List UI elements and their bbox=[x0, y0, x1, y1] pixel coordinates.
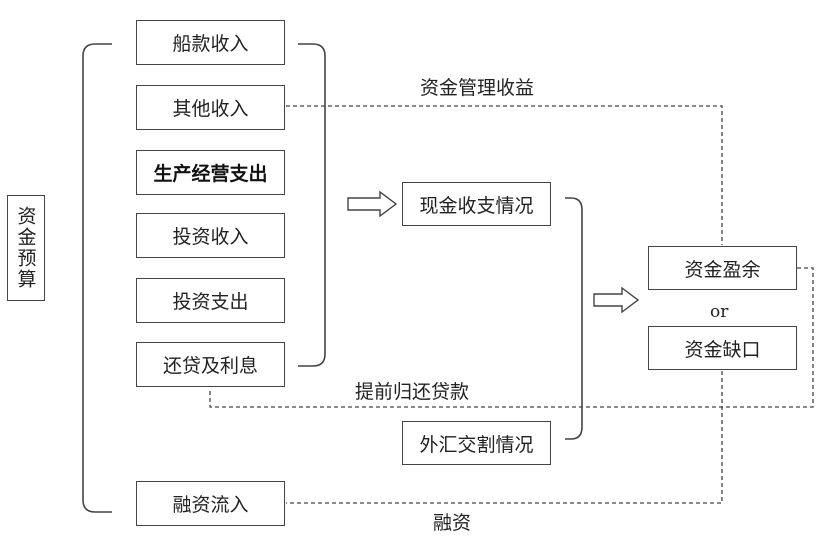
financing-line bbox=[286, 371, 723, 504]
forex-box: 外汇交割情况 bbox=[402, 421, 551, 465]
hollow-arrow-icon bbox=[347, 190, 398, 218]
investment-income-box: 投资收入 bbox=[136, 213, 285, 258]
fund-management-income-label: 资金管理收益 bbox=[420, 77, 535, 99]
other-income-box: 其他收入 bbox=[136, 85, 285, 130]
early-repayment-line bbox=[209, 267, 814, 408]
loan-repayment-box: 还贷及利息 bbox=[136, 342, 285, 387]
income-expense-bracket bbox=[298, 43, 326, 367]
operating-expense-box: 生产经营支出 bbox=[136, 150, 285, 195]
fund-management-income-line bbox=[286, 105, 723, 245]
investment-expense-box: 投资支出 bbox=[136, 278, 285, 323]
or-connector: or bbox=[710, 302, 729, 322]
hollow-arrow-icon bbox=[593, 286, 640, 314]
surplus-box: 资金盈余 bbox=[648, 246, 797, 290]
cash-flow-box: 现金收支情况 bbox=[402, 182, 551, 226]
ship-income-box: 船款收入 bbox=[136, 20, 285, 65]
financing-inflow-box: 融资流入 bbox=[136, 481, 285, 526]
items-bracket bbox=[82, 43, 112, 513]
status-bracket bbox=[565, 197, 583, 440]
early-repayment-label: 提前归还贷款 bbox=[355, 381, 470, 403]
financing-label: 融资 bbox=[433, 512, 472, 534]
root-box: 资金预算 bbox=[7, 195, 45, 301]
gap-box: 资金缺口 bbox=[648, 326, 797, 370]
